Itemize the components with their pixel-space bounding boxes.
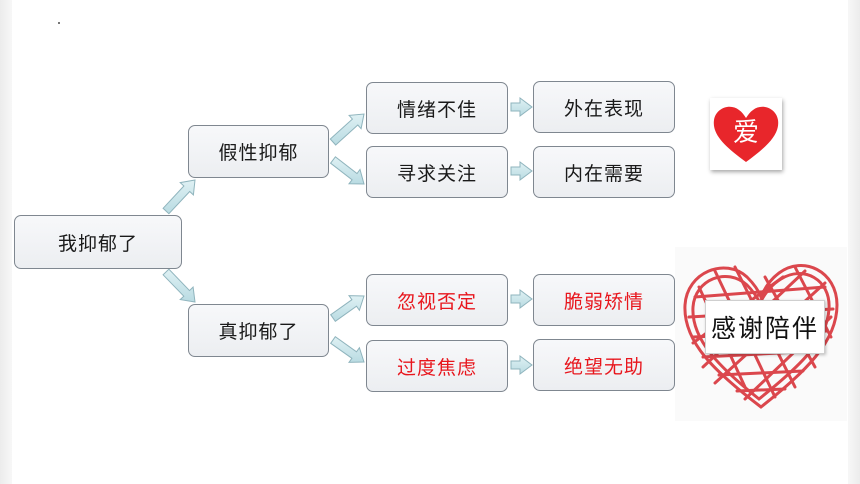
arrow-deny-to-fragile [510, 289, 533, 309]
arrow-real-to-anxiety [330, 335, 365, 363]
arrow-root-to-real [162, 268, 196, 303]
node-label: 过度焦虑 [396, 356, 477, 379]
node-bad-mood: 情绪不佳 [366, 82, 508, 134]
node-root: 我抑郁了 [14, 215, 182, 269]
node-inner-need: 内在需要 [533, 146, 675, 198]
node-label: 寻求关注 [396, 162, 477, 185]
thanks-caption: 感谢陪伴 [705, 300, 825, 354]
node-label: 忽视否定 [396, 290, 477, 313]
arrow-real-to-deny [330, 295, 365, 323]
node-dismiss-deny: 忽视否定 [366, 274, 508, 326]
node-fragile-fussy: 脆弱矫情 [533, 274, 675, 326]
node-excessive-anxiety: 过度焦虑 [366, 340, 508, 392]
node-seek-attention: 寻求关注 [366, 146, 508, 198]
node-branch-label: 真抑郁了 [218, 321, 299, 343]
stray-dot [58, 22, 60, 24]
node-label: 情绪不佳 [396, 98, 477, 121]
arrow-anxiety-to-despair [510, 355, 533, 375]
node-label: 外在表现 [563, 97, 644, 120]
heart-icon [713, 106, 779, 162]
arrow-pseudo-to-attention [329, 156, 365, 185]
node-branch-label: 假性抑郁 [218, 142, 299, 164]
node-label: 脆弱矫情 [563, 290, 644, 313]
node-branch-pseudo-depression: 假性抑郁 [188, 125, 329, 178]
arrow-root-to-pseudo [162, 179, 196, 215]
node-label: 内在需要 [563, 162, 644, 185]
arrow-mood-to-outward [510, 97, 533, 117]
arrow-pseudo-to-mood [329, 113, 365, 146]
node-label: 绝望无助 [563, 355, 644, 378]
node-outward-expression: 外在表现 [533, 81, 675, 133]
love-glyph: 爱 [732, 118, 759, 148]
love-heart-image: 爱 [710, 98, 782, 170]
arrow-attention-to-inner [510, 161, 533, 181]
node-despair-helpless: 绝望无助 [533, 339, 675, 391]
node-root-label: 我抑郁了 [57, 232, 138, 255]
node-branch-real-depression: 真抑郁了 [188, 304, 329, 357]
